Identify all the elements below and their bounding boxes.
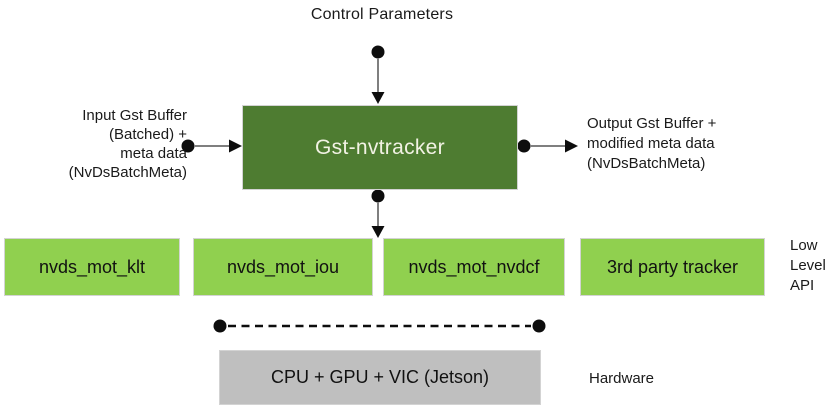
hardware-box-label: CPU + GPU + VIC (Jetson) bbox=[270, 367, 490, 387]
low-level-box-label: nvds_mot_klt bbox=[38, 256, 146, 277]
gst-nvtracker-box-label: Gst-nvtracker bbox=[315, 135, 445, 159]
dot-marker bbox=[371, 45, 385, 59]
low-level-box-nvds-mot-klt: nvds_mot_klt bbox=[4, 238, 180, 296]
control-params-connector bbox=[371, 45, 385, 104]
low-level-box-nvds-mot-iou: nvds_mot_iou bbox=[193, 238, 373, 296]
input-connector bbox=[181, 139, 242, 153]
low-level-box-label: 3rd party tracker bbox=[606, 256, 739, 277]
low-level-box-3rd-party-tracker: 3rd party tracker bbox=[580, 238, 765, 296]
dot-marker bbox=[213, 319, 227, 333]
hardware-box: CPU + GPU + VIC (Jetson) bbox=[219, 350, 541, 405]
output-connector bbox=[517, 139, 578, 153]
low-level-connector bbox=[371, 189, 385, 238]
hardware-label: Hardware bbox=[589, 370, 655, 387]
arrow-down-icon bbox=[371, 92, 385, 104]
control-parameters-label: Control Parameters bbox=[310, 6, 454, 23]
low-level-box-label: nvds_mot_iou bbox=[226, 256, 340, 277]
gst-nvtracker-box: Gst-nvtracker bbox=[242, 105, 518, 190]
dot-marker bbox=[517, 139, 531, 153]
hardware-span-connector bbox=[213, 319, 546, 333]
low-level-api-label: Low Level API bbox=[790, 237, 826, 294]
input-gst-buffer-label: Input Gst Buffer (Batched) + meta data (… bbox=[68, 107, 187, 181]
arrow-right-icon bbox=[229, 139, 242, 153]
low-level-box-nvds-mot-nvdcf: nvds_mot_nvdcf bbox=[383, 238, 565, 296]
dot-marker bbox=[371, 189, 385, 203]
low-level-box-label: nvds_mot_nvdcf bbox=[408, 256, 540, 277]
output-gst-buffer-label: Output Gst Buffer + modified meta data (… bbox=[587, 115, 717, 172]
dot-marker bbox=[532, 319, 546, 333]
arrow-down-icon bbox=[371, 226, 385, 238]
arrow-right-icon bbox=[565, 139, 578, 153]
